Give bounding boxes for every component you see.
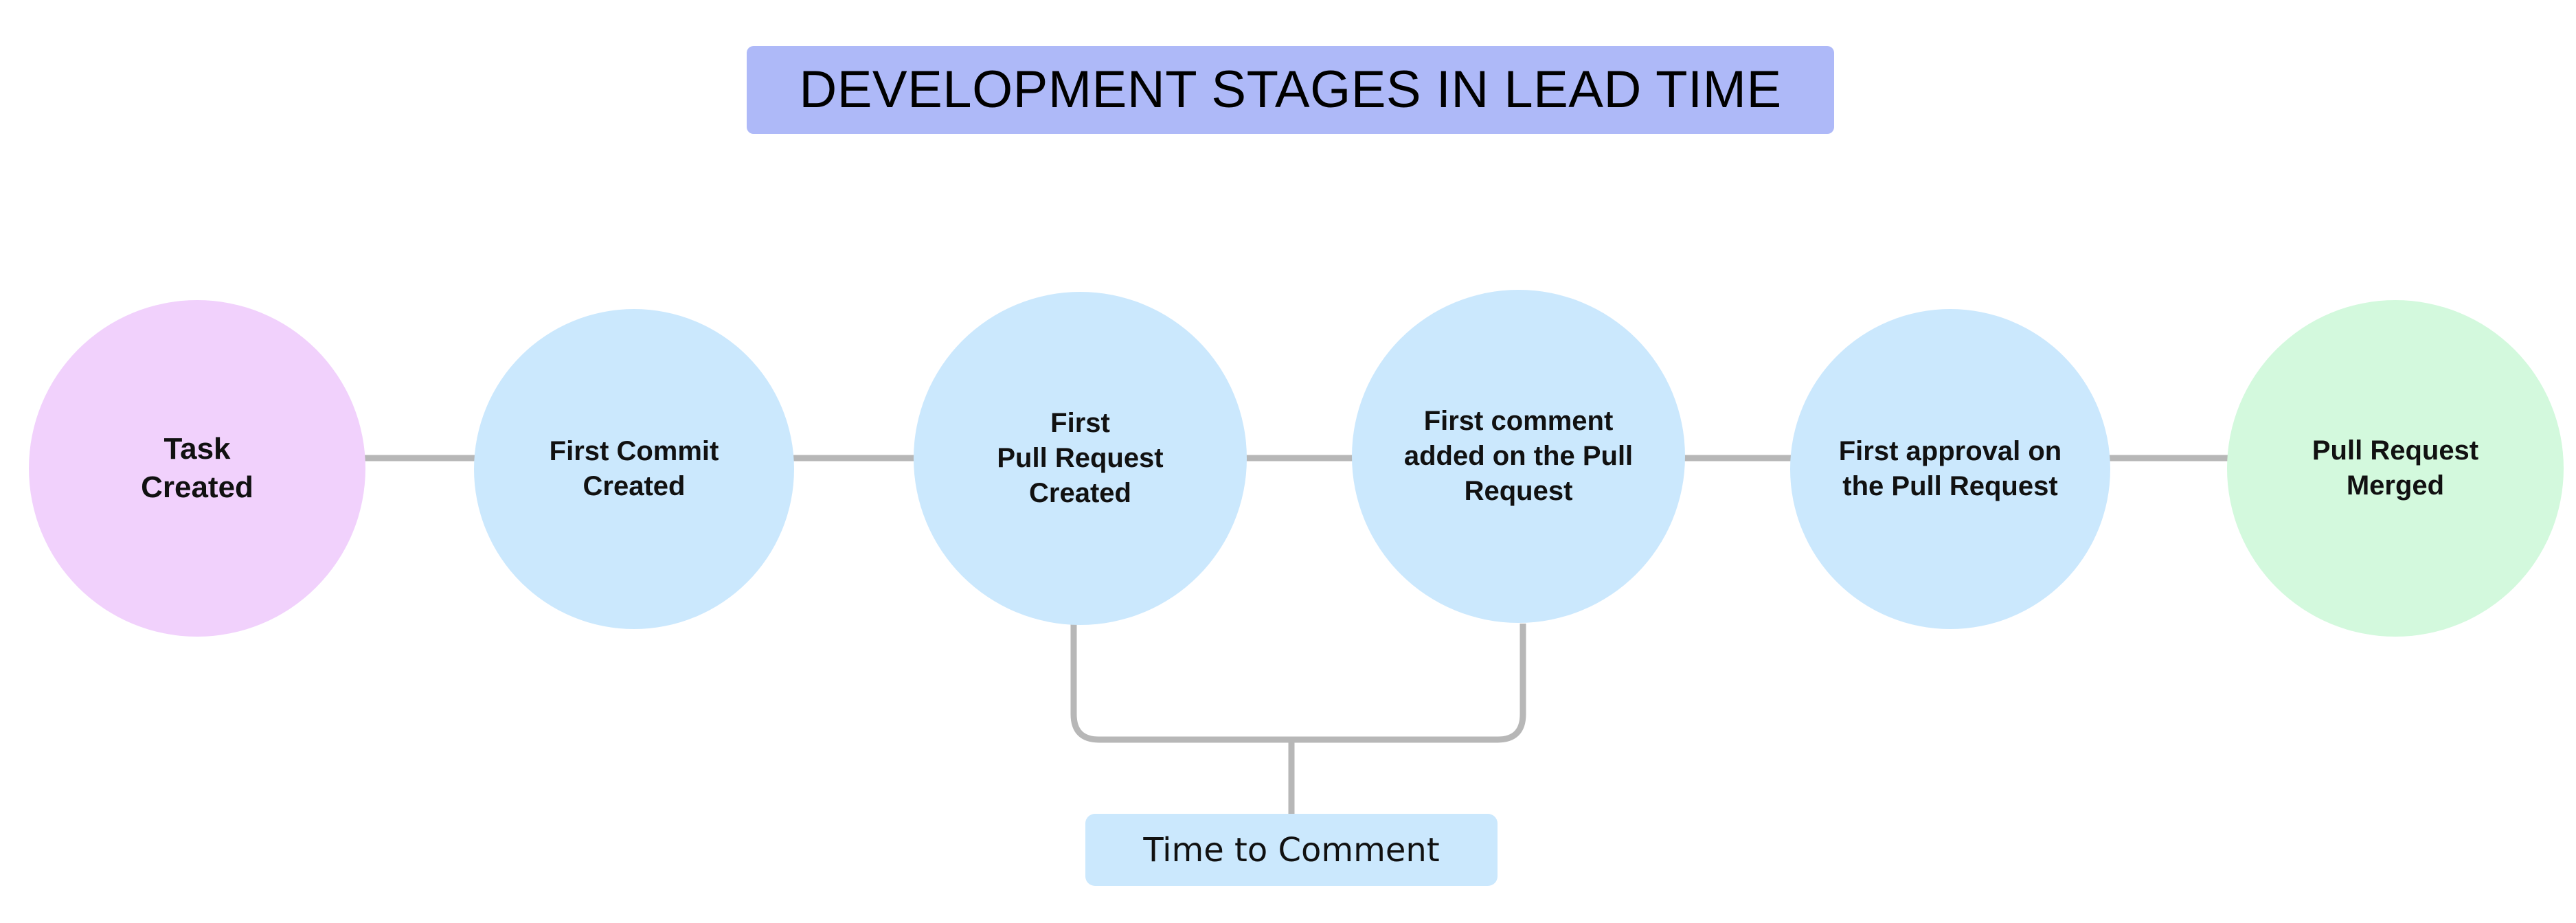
node-label-first-pull-request-created: First Pull Request Created: [997, 407, 1164, 509]
node-label-first-approval-on-pull-request: First approval on the Pull Request: [1838, 435, 2062, 501]
node-first-comment-on-pull-request[interactable]: First comment added on the Pull Request: [1352, 290, 1685, 623]
page-title: DEVELOPMENT STAGES IN LEAD TIME: [799, 60, 1782, 119]
node-label-task-created: Task Created: [141, 431, 253, 504]
diagram-title-banner: DEVELOPMENT STAGES IN LEAD TIME: [747, 46, 1834, 134]
edge-label-text: Time to Comment: [1143, 830, 1440, 869]
node-first-approval-on-pull-request[interactable]: First approval on the Pull Request: [1790, 309, 2110, 629]
node-task-created[interactable]: Task Created: [29, 300, 365, 637]
node-pull-request-merged[interactable]: Pull Request Merged: [2227, 300, 2564, 637]
node-first-pull-request-created[interactable]: First Pull Request Created: [914, 292, 1247, 625]
node-label-first-commit-created: First Commit Created: [549, 435, 719, 501]
edge-label-time-to-comment[interactable]: Time to Comment: [1085, 814, 1498, 886]
node-first-commit-created[interactable]: First Commit Created: [474, 309, 794, 629]
node-label-pull-request-merged: Pull Request Merged: [2312, 435, 2479, 501]
bracket-time-to-comment: [1070, 624, 1526, 743]
node-label-first-comment-on-pull-request: First comment added on the Pull Request: [1403, 405, 1634, 507]
